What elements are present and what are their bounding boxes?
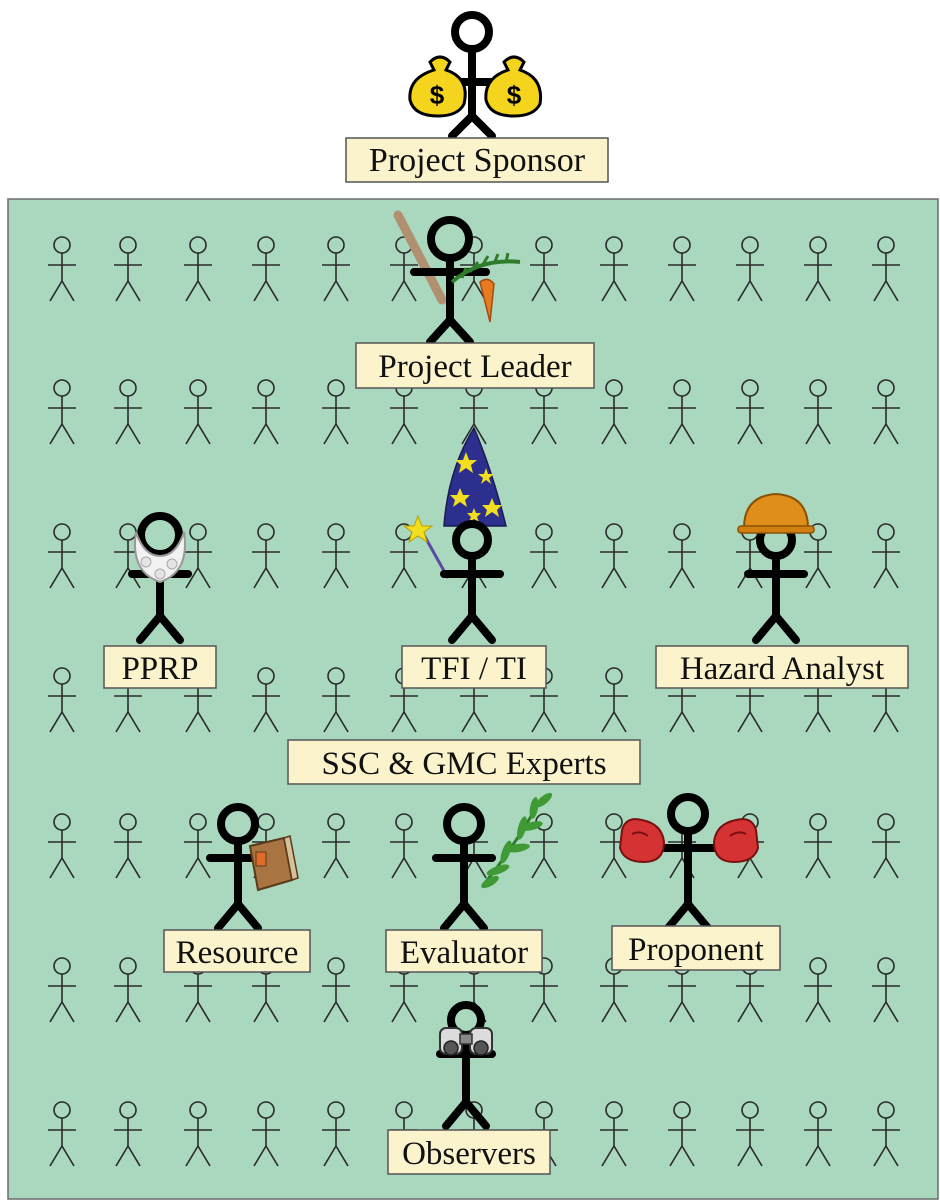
beard-icon [134, 531, 186, 584]
resource-label-box [163, 929, 311, 973]
sponsor-label-box [345, 137, 609, 183]
leader-label-box [355, 342, 595, 389]
crowd-figure [114, 813, 142, 879]
hazard-label-box [655, 645, 909, 689]
proponent-label: Proponent [628, 932, 764, 968]
boxing-glove-icon [618, 818, 666, 864]
crowd-figure [872, 379, 900, 445]
crowd-figure [804, 813, 832, 879]
money-symbol: $ [507, 80, 522, 110]
hard-hat-icon [737, 492, 815, 534]
crowd-figure [322, 957, 350, 1023]
sponsor-label: Project Sponsor [369, 142, 586, 179]
experts-label: SSC & GMC Experts [321, 746, 606, 782]
resource-label: Resource [176, 935, 299, 971]
crowd-figure [48, 813, 76, 879]
book-icon [248, 835, 299, 892]
crowd-figure [530, 523, 558, 589]
crowd-figure [736, 379, 764, 445]
crowd-figure [530, 813, 558, 879]
crowd-figure [48, 957, 76, 1023]
crowd-figure [48, 379, 76, 445]
crowd-figure [252, 667, 280, 733]
pprp-label-box [103, 645, 217, 689]
crowd-figure [530, 236, 558, 302]
money-bag-icon: $ [484, 55, 543, 118]
crowd-figure [322, 379, 350, 445]
crowd-figure [184, 236, 212, 302]
crowd-figure [48, 236, 76, 302]
crowd-figure [600, 667, 628, 733]
olive-branch-icon [481, 792, 553, 889]
crowd-figure [736, 236, 764, 302]
crowd-figure [804, 523, 832, 589]
crowd-figure [804, 236, 832, 302]
crowd-figure [48, 523, 76, 589]
crowd-figure [114, 957, 142, 1023]
evaluator-label: Evaluator [400, 935, 528, 971]
crowd-figure [872, 236, 900, 302]
crowd-figure [390, 236, 418, 302]
crowd-figure [322, 667, 350, 733]
wand-icon [402, 514, 450, 579]
crowd-figure [668, 236, 696, 302]
crowd-figure [804, 379, 832, 445]
crowd-figure [804, 1101, 832, 1167]
experts-label-box [287, 739, 641, 785]
crowd-figure [872, 813, 900, 879]
tfi-figure [440, 520, 504, 644]
crowd-figure [872, 1101, 900, 1167]
crowd-figure [600, 813, 628, 879]
crowd-figure [804, 957, 832, 1023]
crowd-figure [184, 1101, 212, 1167]
evaluator-label-box [385, 929, 543, 973]
crowd-figure [48, 1101, 76, 1167]
crowd-figure [600, 523, 628, 589]
pprp-label: PPRP [121, 651, 198, 687]
crowd-figure [252, 236, 280, 302]
hazard-label: Hazard Analyst [680, 651, 884, 687]
crowd-figure [600, 1101, 628, 1167]
observers-label: Observers [402, 1136, 536, 1172]
crowd-figure [668, 1101, 696, 1167]
binoculars-icon [439, 1027, 493, 1056]
crowd-figure [48, 667, 76, 733]
crowd-figure [390, 813, 418, 879]
crowd-figure [668, 523, 696, 589]
crowd-figure [114, 1101, 142, 1167]
crowd-figure [600, 236, 628, 302]
crowd-figure [872, 957, 900, 1023]
crowd-figure [736, 1101, 764, 1167]
crowd-figure [184, 523, 212, 589]
proponent-figure [648, 793, 728, 932]
leader-label: Project Leader [378, 349, 571, 385]
leader-figure [410, 216, 490, 346]
crowd-figure [322, 236, 350, 302]
money-symbol: $ [430, 80, 445, 110]
crowd-figure [114, 236, 142, 302]
tfi-label: TFI / TI [421, 651, 527, 687]
stick-icon [393, 210, 447, 305]
crowd-figure [114, 379, 142, 445]
crowd-figure [252, 1101, 280, 1167]
crowd-figure [668, 379, 696, 445]
crowd-figure [252, 523, 280, 589]
crowd-figure [184, 379, 212, 445]
crowd-figure [872, 523, 900, 589]
observers-label-box [387, 1129, 551, 1175]
evaluator-figure [432, 803, 496, 932]
crowd-figure [322, 813, 350, 879]
crowd-figure [322, 1101, 350, 1167]
tfi-label-box [401, 645, 547, 689]
crowd-figure [184, 813, 212, 879]
sponsor-figure [432, 11, 512, 140]
proponent-label-box [611, 925, 781, 971]
crowd-figure [322, 523, 350, 589]
crowd-figure [252, 379, 280, 445]
crowd-figure [600, 379, 628, 445]
money-bag-icon: $ [408, 55, 467, 118]
boxing-glove-icon [712, 818, 760, 864]
carrot-icon [450, 252, 521, 323]
